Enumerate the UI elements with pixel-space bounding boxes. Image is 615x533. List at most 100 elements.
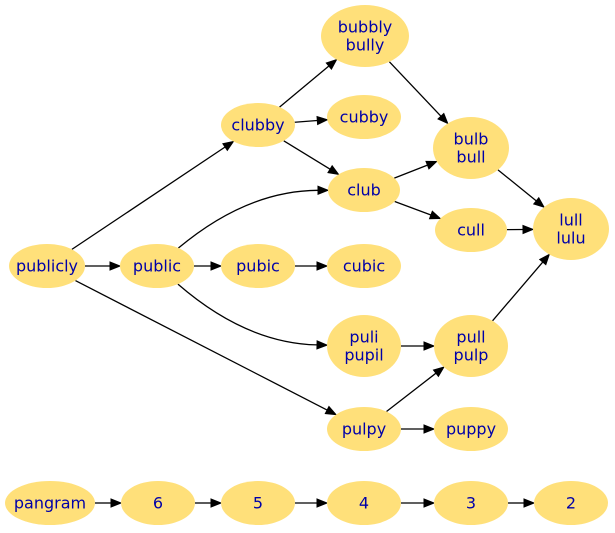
- arrowhead-icon: [425, 160, 439, 170]
- node-cubic: cubic: [327, 244, 401, 288]
- node-ellipse: [327, 244, 401, 288]
- node-label: clubby: [231, 116, 284, 135]
- node-ellipse: [435, 208, 507, 252]
- arrowhead-icon: [522, 224, 535, 235]
- node-label: puppy: [446, 420, 496, 439]
- node-ellipse: [327, 407, 401, 451]
- edge-line: [394, 164, 428, 179]
- node-ellipse: [221, 103, 295, 147]
- node-label: pubic: [236, 257, 280, 276]
- edge-n6-to-n5: [195, 498, 223, 508]
- node-label: cubby: [340, 108, 389, 127]
- node-ellipse: [434, 407, 508, 451]
- edge-publicly-to-pulpy: [75, 280, 338, 416]
- edge-bulb_bull-to-lull_lulu: [497, 169, 546, 209]
- edge-line: [388, 61, 442, 117]
- node-label: public: [133, 257, 181, 276]
- node-ellipse: [327, 481, 401, 525]
- node-label: pull: [456, 328, 485, 347]
- node-label: lulu: [556, 229, 585, 248]
- edge-line: [75, 280, 328, 411]
- edge-puli_pupil-to-pull_pulp: [401, 341, 436, 351]
- node-label: 3: [466, 494, 476, 513]
- arrowhead-icon: [532, 196, 546, 209]
- edge-line: [177, 283, 318, 346]
- node-puppy: puppy: [434, 407, 508, 451]
- node-publicly: publicly: [9, 244, 85, 288]
- edge-line: [497, 169, 537, 202]
- arrowhead-icon: [423, 341, 436, 351]
- arrowhead-icon: [210, 261, 223, 271]
- edges-layer: [71, 58, 551, 508]
- node-label: cubic: [343, 257, 385, 276]
- node-n4: 4: [327, 481, 401, 525]
- node-label: puli: [349, 328, 378, 347]
- node-label: pangram: [14, 494, 86, 513]
- edge-pulpy-to-puppy: [401, 424, 436, 434]
- edge-clubby-to-cubby: [294, 115, 329, 126]
- edge-line: [71, 146, 226, 250]
- node-label: pulpy: [342, 420, 386, 439]
- node-label: 6: [153, 494, 163, 513]
- node-label: bull: [456, 148, 485, 167]
- edge-pangram-to-n6: [95, 498, 123, 508]
- node-cubby: cubby: [327, 95, 401, 139]
- edge-public-to-pubic: [194, 261, 223, 271]
- node-n2: 2: [534, 481, 608, 525]
- arrowhead-icon: [538, 253, 551, 266]
- arrowhead-icon: [210, 498, 223, 508]
- node-label: pupil: [344, 346, 383, 365]
- node-cull: cull: [435, 208, 507, 252]
- arrowhead-icon: [327, 164, 340, 176]
- node-n3: 3: [434, 481, 508, 525]
- arrowhead-icon: [109, 261, 122, 271]
- node-label: lull: [559, 211, 582, 230]
- arrowhead-icon: [316, 340, 329, 350]
- edge-bubbly_bully-to-bulb_bull: [388, 61, 449, 125]
- arrowhead-icon: [317, 185, 330, 196]
- node-label: pulp: [454, 346, 489, 365]
- edge-line: [294, 119, 318, 123]
- arrowhead-icon: [110, 498, 123, 508]
- edge-n3-to-n2: [508, 498, 536, 508]
- node-ellipse: [434, 481, 508, 525]
- edge-line: [492, 261, 544, 322]
- arrowhead-icon: [316, 115, 329, 126]
- node-pubic: pubic: [221, 244, 295, 288]
- edge-public-to-club: [177, 185, 330, 249]
- node-club: club: [328, 168, 400, 212]
- edge-clubby-to-bubbly_bully: [279, 58, 338, 108]
- node-label: publicly: [16, 257, 78, 276]
- edge-pubic-to-cubic: [295, 261, 329, 271]
- edge-publicly-to-clubby: [71, 140, 235, 250]
- edge-line: [177, 189, 319, 249]
- node-ellipse: [5, 481, 95, 525]
- node-label: cull: [457, 221, 485, 240]
- node-label: club: [347, 181, 381, 200]
- node-label: bully: [346, 36, 385, 55]
- edge-line: [394, 200, 432, 216]
- arrowhead-icon: [432, 366, 445, 378]
- node-ellipse: [120, 244, 194, 288]
- edge-line: [279, 65, 330, 108]
- node-n5: 5: [221, 481, 295, 525]
- node-pulpy: pulpy: [327, 407, 401, 451]
- edge-n5-to-n4: [295, 498, 329, 508]
- edge-clubby-to-club: [283, 140, 340, 176]
- node-ellipse: [434, 315, 508, 377]
- node-label: 5: [253, 494, 263, 513]
- node-ellipse: [9, 244, 85, 288]
- edge-publicly-to-public: [85, 261, 122, 271]
- edge-n4-to-n3: [401, 498, 436, 508]
- edge-cull-to-lull_lulu: [506, 224, 535, 235]
- edge-line: [386, 372, 437, 413]
- node-n6: 6: [121, 481, 195, 525]
- node-ellipse: [321, 5, 409, 67]
- arrowhead-icon: [316, 261, 329, 271]
- node-clubby: clubby: [221, 103, 295, 147]
- node-ellipse: [221, 244, 295, 288]
